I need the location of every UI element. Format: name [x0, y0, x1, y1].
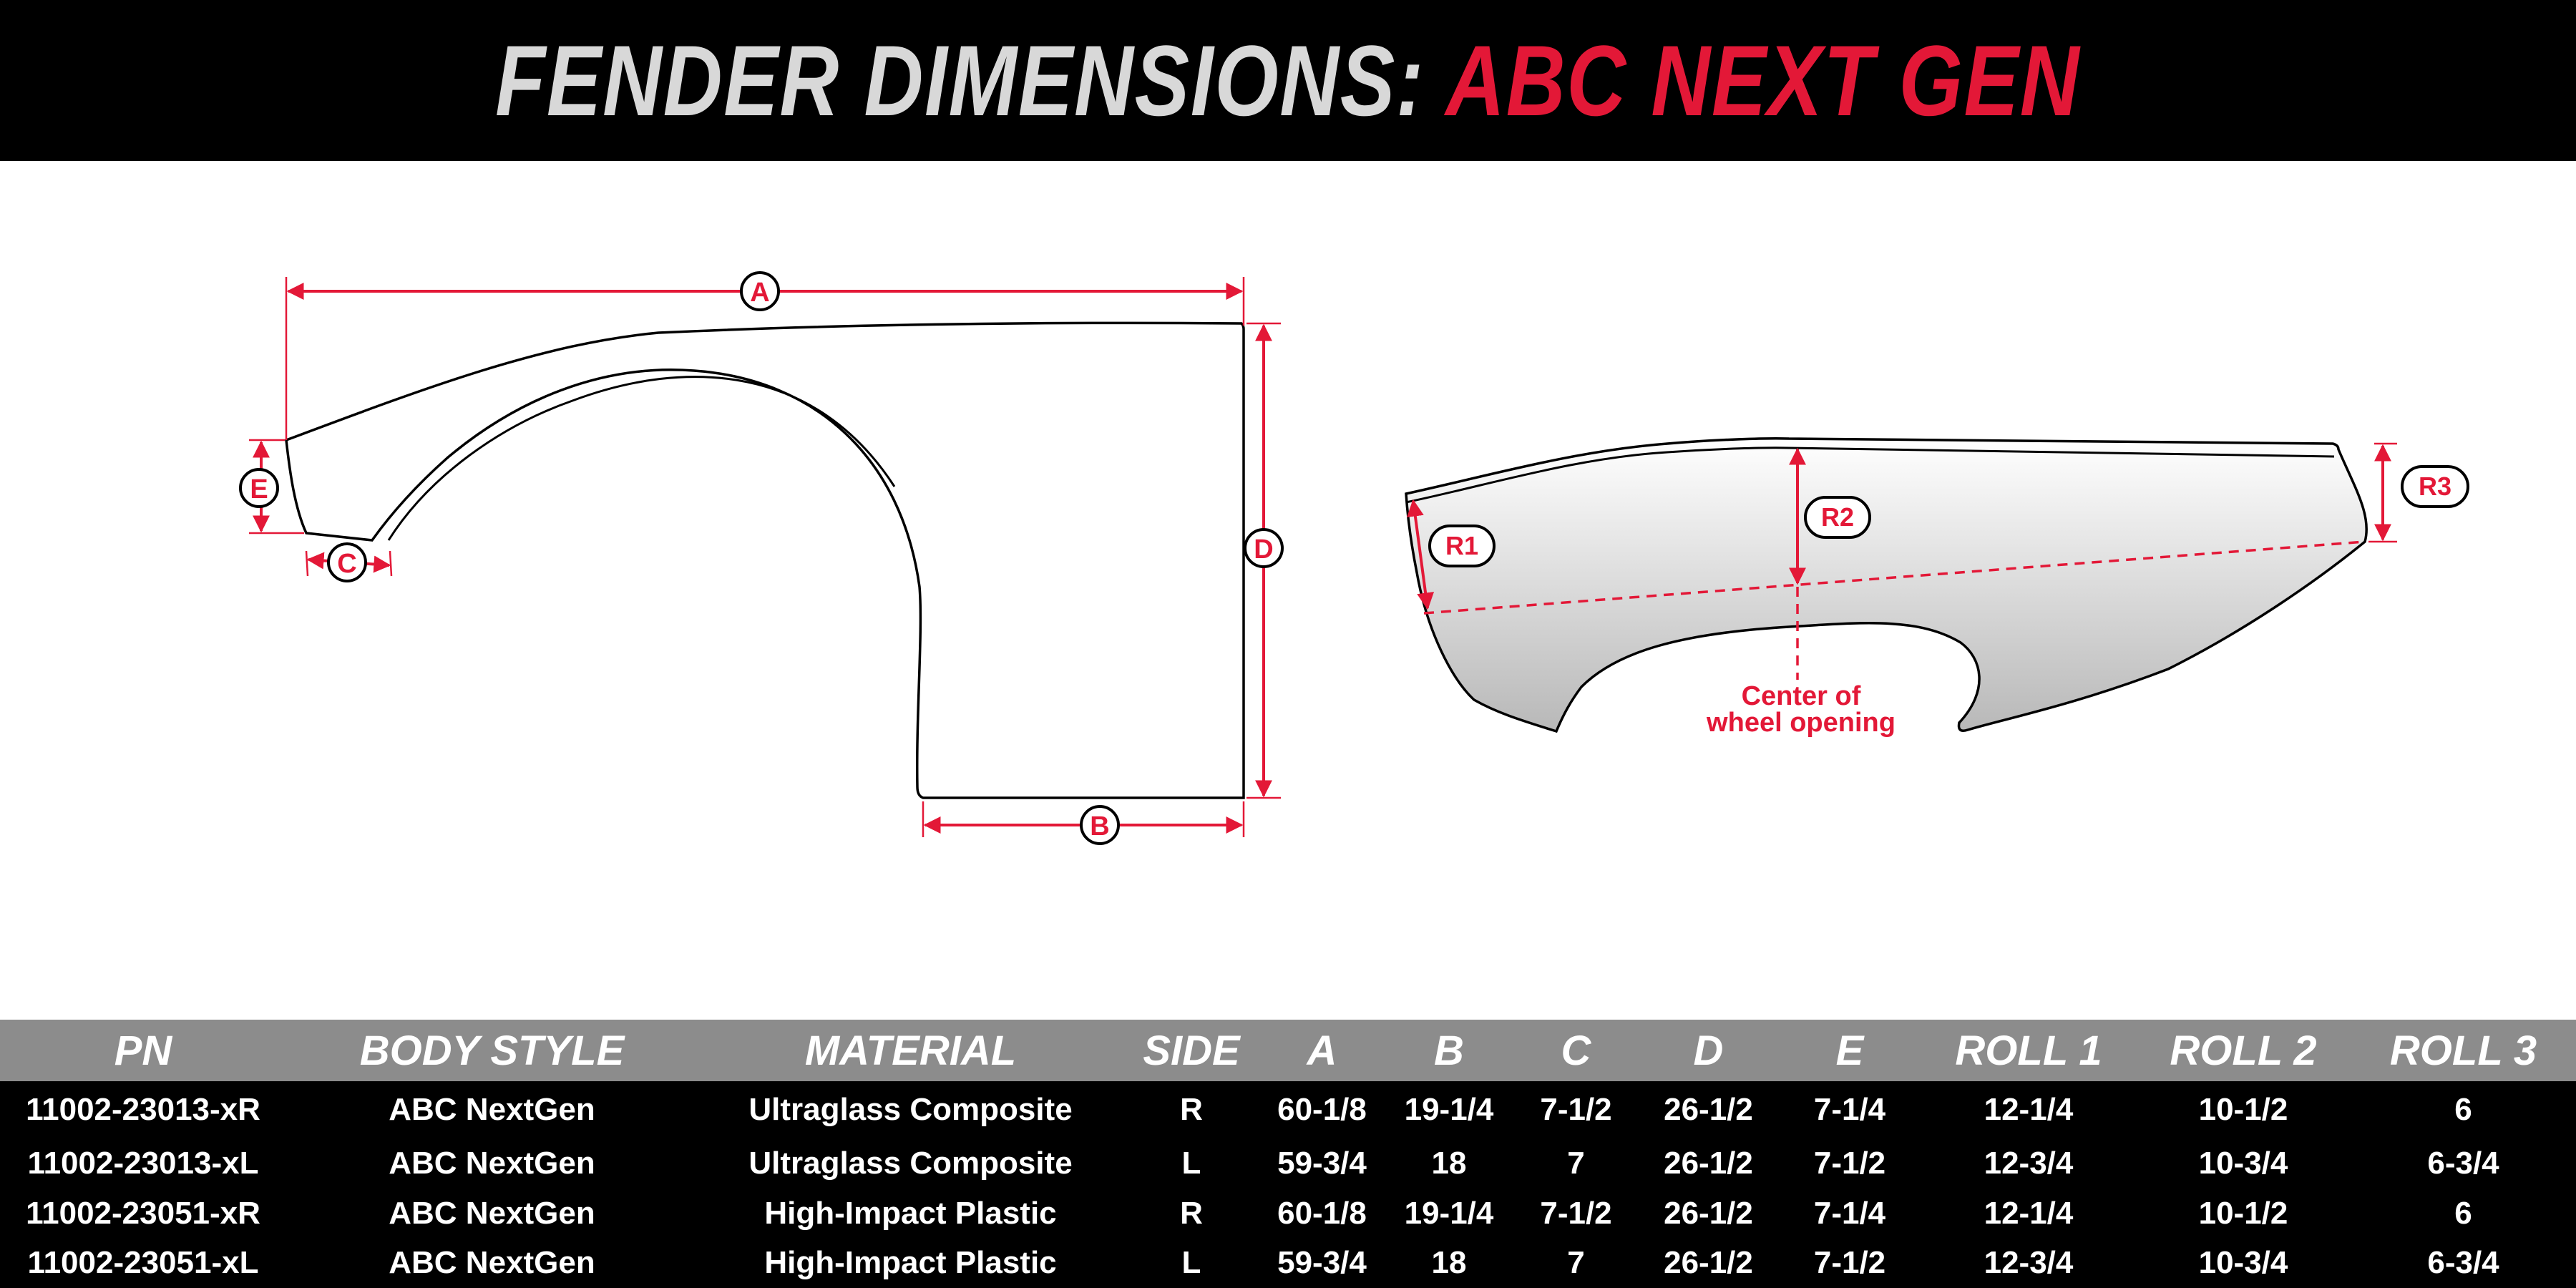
header-b: B	[1434, 1027, 1464, 1074]
header-d: D	[1693, 1027, 1724, 1074]
cell-c: 7	[1567, 1245, 1585, 1280]
cell-a: 59-3/4	[1277, 1245, 1367, 1280]
svg-text:D: D	[1254, 535, 1273, 565]
svg-text:B: B	[1090, 811, 1109, 841]
cell-pn: 11002-23051-xL	[27, 1245, 259, 1280]
svg-text:R3: R3	[2419, 472, 2451, 501]
cell-roll-1: 12-1/4	[1984, 1091, 2074, 1127]
header-body-style: BODY STYLE	[359, 1027, 625, 1074]
cell-body-style: ABC NextGen	[389, 1245, 595, 1280]
svg-text:C: C	[337, 549, 356, 579]
cell-body-style: ABC NextGen	[389, 1196, 595, 1231]
cell-material: High-Impact Plastic	[764, 1245, 1057, 1280]
svg-text:A: A	[750, 278, 769, 308]
fender-side-view	[285, 321, 1245, 799]
svg-text:R2: R2	[1821, 502, 1854, 532]
header-e: E	[1835, 1027, 1864, 1074]
label-d: D	[1244, 528, 1284, 568]
dimension-lines	[249, 277, 1281, 837]
center-note-line1: Center of	[1742, 681, 1861, 711]
cell-c: 7	[1567, 1146, 1585, 1181]
cell-material: Ultraglass Composite	[748, 1091, 1073, 1127]
fender-outline	[285, 321, 1245, 799]
cell-a: 60-1/8	[1277, 1196, 1367, 1231]
label-r1: R1	[1428, 525, 1496, 567]
cell-body-style: ABC NextGen	[389, 1091, 595, 1127]
table-row: 11002-23013-xR ABC NextGen Ultraglass Co…	[0, 1081, 2576, 1138]
cell-roll-3: 6-3/4	[2427, 1146, 2499, 1181]
header-a: A	[1307, 1027, 1337, 1074]
cell-roll-3: 6	[2454, 1196, 2472, 1231]
label-b: B	[1080, 805, 1120, 845]
cell-roll-3: 6	[2454, 1091, 2472, 1127]
cell-roll-2: 10-3/4	[2198, 1146, 2288, 1181]
cell-b: 18	[1431, 1245, 1467, 1280]
cell-pn: 11002-23051-xR	[26, 1196, 260, 1231]
header-roll-1: ROLL 1	[1955, 1027, 2102, 1074]
header-roll-2: ROLL 2	[2170, 1027, 2317, 1074]
spec-table: PN BODY STYLE MATERIAL SIDE A B C D E RO…	[0, 1020, 2576, 1288]
cell-side: R	[1180, 1091, 1203, 1127]
header-pn: PN	[114, 1027, 172, 1074]
cell-a: 59-3/4	[1277, 1146, 1367, 1181]
fender-diagram: A D B E C R1 R2	[239, 271, 2469, 845]
table-row: 11002-23051-xR ABC NextGen High-Impact P…	[0, 1189, 2576, 1238]
cell-b: 19-1/4	[1404, 1196, 1494, 1231]
roll-dimension-lines	[1406, 442, 2397, 680]
header-banner: FENDER DIMENSIONS: ABC NEXT GEN	[0, 0, 2576, 161]
cell-b: 19-1/4	[1404, 1091, 1494, 1127]
label-c: C	[327, 542, 367, 582]
cell-material: Ultraglass Composite	[748, 1146, 1073, 1181]
cell-side: R	[1180, 1196, 1203, 1231]
cell-c: 7-1/2	[1540, 1196, 1612, 1231]
header-material: MATERIAL	[804, 1027, 1017, 1074]
title-accent: ABC NEXT GEN	[1445, 24, 2081, 137]
cell-body-style: ABC NextGen	[389, 1146, 595, 1181]
cell-d: 26-1/2	[1664, 1146, 1753, 1181]
label-e: E	[239, 468, 279, 508]
cell-roll-1: 12-1/4	[1984, 1196, 2074, 1231]
page-title: FENDER DIMENSIONS: ABC NEXT GEN	[495, 23, 2080, 139]
header-roll-3: ROLL 3	[2389, 1027, 2537, 1074]
cell-e: 7-1/4	[1813, 1091, 1886, 1127]
cell-d: 26-1/2	[1664, 1245, 1753, 1280]
cell-material: High-Impact Plastic	[764, 1196, 1057, 1231]
cell-roll-1: 12-3/4	[1984, 1245, 2074, 1280]
svg-text:E: E	[250, 474, 268, 504]
table-row: 11002-23051-xL ABC NextGen High-Impact P…	[0, 1238, 2576, 1288]
header-side: SIDE	[1143, 1027, 1240, 1074]
cell-d: 26-1/2	[1664, 1196, 1753, 1231]
cell-side: L	[1181, 1146, 1201, 1181]
cell-pn: 11002-23013-xL	[27, 1146, 259, 1181]
label-r3: R3	[2401, 465, 2469, 508]
fender-roll-view	[1405, 437, 2368, 733]
cell-e: 7-1/2	[1813, 1146, 1886, 1181]
cell-a: 60-1/8	[1277, 1091, 1367, 1127]
fender-inner-arch	[387, 376, 896, 541]
title-main: FENDER DIMENSIONS:	[495, 24, 1425, 137]
fender-roll-panel	[1405, 437, 2368, 733]
cell-e: 7-1/2	[1813, 1245, 1886, 1280]
cell-roll-3: 6-3/4	[2427, 1245, 2499, 1280]
table-row: 11002-23013-xL ABC NextGen Ultraglass Co…	[0, 1138, 2576, 1189]
cell-b: 18	[1431, 1146, 1467, 1181]
center-note-line2: wheel opening	[1706, 708, 1896, 738]
header-c: C	[1561, 1027, 1591, 1074]
cell-roll-2: 10-1/2	[2198, 1091, 2288, 1127]
cell-d: 26-1/2	[1664, 1091, 1753, 1127]
label-a: A	[740, 271, 780, 311]
cell-c: 7-1/2	[1540, 1091, 1612, 1127]
cell-roll-2: 10-1/2	[2198, 1196, 2288, 1231]
svg-text:R1: R1	[1445, 531, 1478, 560]
cell-roll-2: 10-3/4	[2198, 1245, 2288, 1280]
label-r2: R2	[1804, 496, 1871, 539]
table-header-row: PN BODY STYLE MATERIAL SIDE A B C D E RO…	[0, 1020, 2576, 1081]
fender-roll-edge	[1405, 447, 2335, 504]
cell-roll-1: 12-3/4	[1984, 1146, 2074, 1181]
cell-e: 7-1/4	[1813, 1196, 1886, 1231]
cell-pn: 11002-23013-xR	[26, 1091, 260, 1127]
cell-side: L	[1181, 1245, 1201, 1280]
